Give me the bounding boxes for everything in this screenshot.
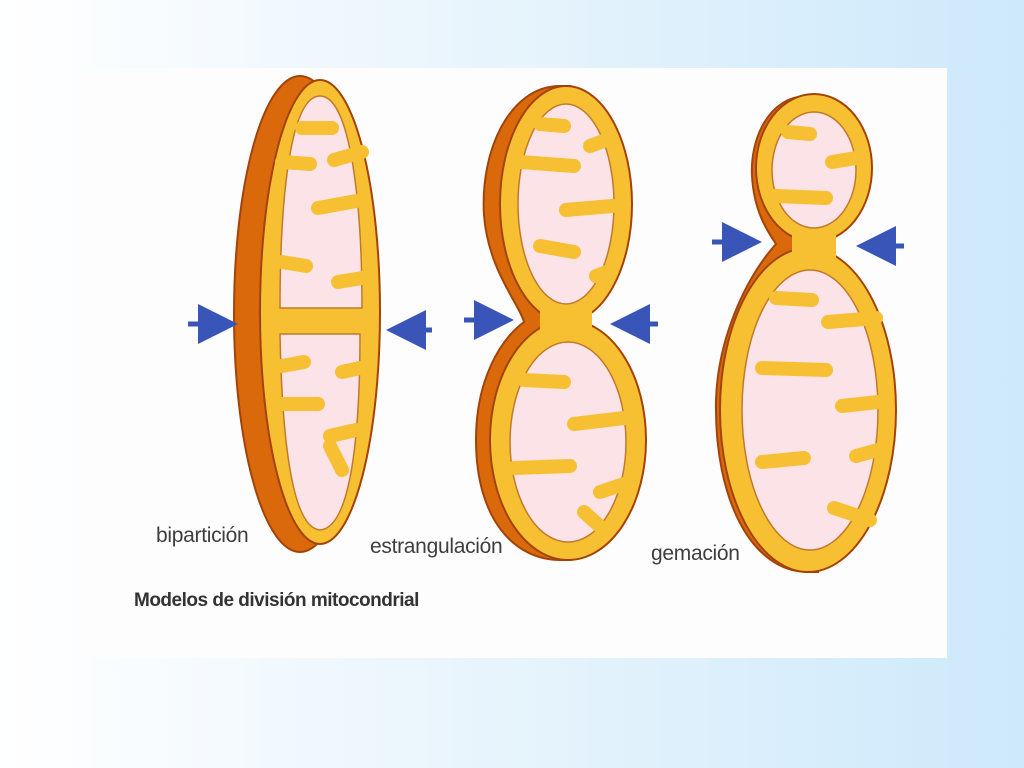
- constriction: [792, 232, 836, 262]
- cristae: [507, 117, 631, 537]
- mitochondrion-gemacion: [712, 93, 904, 573]
- matrix-bottom: [279, 333, 361, 531]
- label-biparticion: bipartición: [156, 524, 249, 547]
- matrix-lower: [509, 341, 627, 543]
- label-estrangulacion: estrangulación: [370, 535, 503, 558]
- cristae: [275, 121, 369, 477]
- constriction: [540, 300, 592, 340]
- mitochondrion-estrangulacion: [464, 85, 658, 561]
- mitochondrion-biparticion: [188, 75, 432, 553]
- label-gemacion: gemación: [651, 542, 740, 565]
- diagram-caption: Modelos de división mitocondrial: [134, 590, 419, 611]
- cristae: [755, 125, 885, 527]
- matrix-main: [741, 269, 879, 551]
